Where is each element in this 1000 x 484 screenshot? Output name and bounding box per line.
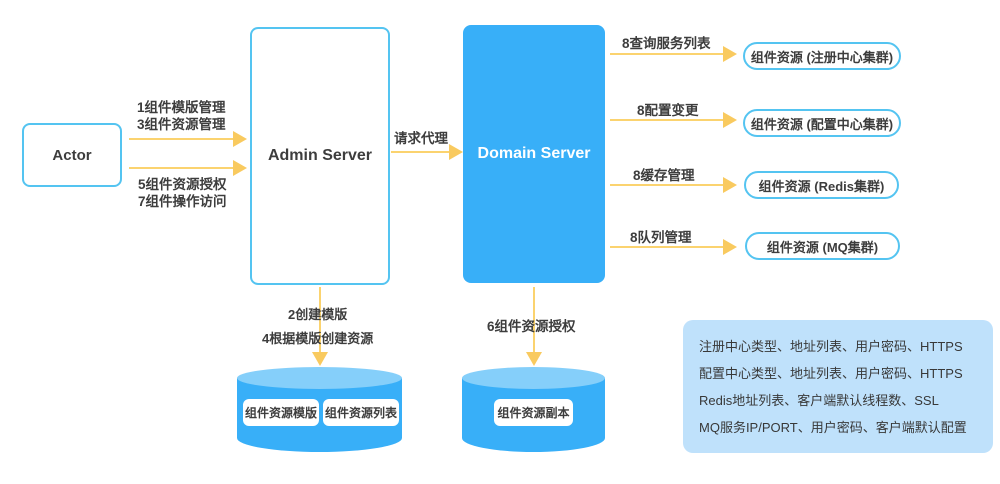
label-1-template-mgmt: 1组件模版管理 <box>137 100 226 115</box>
actor-label: Actor <box>52 146 92 164</box>
resource-mq-cluster-label: 组件资源 (MQ集群) <box>766 239 879 255</box>
arrow-actor-admin-bottom-head <box>233 160 247 176</box>
label-7-op-access: 7组件操作访问 <box>138 194 227 209</box>
resource-list-store: 组件资源列表 <box>323 399 399 426</box>
arrow-domain-mq-line <box>610 246 723 248</box>
resource-replica-store-label: 组件资源副本 <box>497 406 570 420</box>
admin-database-cylinder: 组件资源模版 组件资源列表 <box>237 367 402 452</box>
config-info-panel: 注册中心类型、地址列表、用户密码、HTTPS 配置中心类型、地址列表、用户密码、… <box>683 320 993 453</box>
admin-server-box: Admin Server <box>250 27 390 285</box>
arrow-domain-mq-head <box>723 239 737 255</box>
resource-mq-cluster: 组件资源 (MQ集群) <box>745 232 900 260</box>
arrow-admin-db-head <box>312 352 328 366</box>
actor-box: Actor <box>22 123 122 187</box>
resource-registry-cluster: 组件资源 (注册中心集群) <box>743 42 901 70</box>
resource-registry-cluster-label: 组件资源 (注册中心集群) <box>750 49 894 65</box>
info-line-config: 配置中心类型、地址列表、用户密码、HTTPS <box>699 366 963 381</box>
admin-server-label: Admin Server <box>267 147 373 164</box>
arrow-admin-domain-head <box>449 144 463 160</box>
arrow-actor-admin-bottom-line <box>129 167 233 169</box>
label-request-proxy: 请求代理 <box>394 131 448 146</box>
label-5-resource-auth: 5组件资源授权 <box>138 177 227 192</box>
arrow-domain-redis-head <box>723 177 737 193</box>
label-8-query-services: 8查询服务列表 <box>622 36 711 51</box>
label-2-create-template: 2创建模版 <box>288 307 348 322</box>
resource-redis-cluster-label: 组件资源 (Redis集群) <box>758 178 885 194</box>
cylinder-top-ellipse <box>462 367 605 389</box>
arrow-admin-db-line <box>319 287 321 353</box>
domain-database-cylinder: 组件资源副本 <box>462 367 605 452</box>
cylinder-top-ellipse <box>237 367 402 389</box>
arrow-actor-admin-top-line <box>129 138 233 140</box>
resource-replica-store: 组件资源副本 <box>494 399 573 426</box>
resource-list-store-label: 组件资源列表 <box>324 406 397 420</box>
arrow-actor-admin-top-head <box>233 131 247 147</box>
resource-redis-cluster: 组件资源 (Redis集群) <box>744 171 899 199</box>
arrow-domain-redis-line <box>610 184 723 186</box>
label-4-create-resource: 4根据模版创建资源 <box>262 331 374 346</box>
resource-config-cluster-label: 组件资源 (配置中心集群) <box>750 116 894 132</box>
resource-template-store: 组件资源模版 <box>243 399 319 426</box>
arrow-admin-domain-line <box>391 151 450 153</box>
label-8-cache-mgmt: 8缓存管理 <box>633 168 695 183</box>
label-8-config-change: 8配置变更 <box>637 103 699 118</box>
info-line-redis: Redis地址列表、客户端默认线程数、SSL <box>699 393 939 408</box>
info-line-registry: 注册中心类型、地址列表、用户密码、HTTPS <box>699 339 963 354</box>
label-8-queue-mgmt: 8队列管理 <box>630 230 692 245</box>
domain-server-box: Domain Server <box>463 25 605 283</box>
arrow-domain-db-head <box>526 352 542 366</box>
label-3-resource-mgmt: 3组件资源管理 <box>137 117 226 132</box>
domain-server-label: Domain Server <box>477 145 591 162</box>
arrow-domain-config-head <box>723 112 737 128</box>
info-line-mq: MQ服务IP/PORT、用户密码、客户端默认配置 <box>699 420 967 435</box>
resource-config-cluster: 组件资源 (配置中心集群) <box>743 109 901 137</box>
arrow-domain-config-line <box>610 119 723 121</box>
arrow-domain-registry-line <box>610 53 723 55</box>
arrow-domain-registry-head <box>723 46 737 62</box>
label-6-resource-auth: 6组件资源授权 <box>487 319 576 334</box>
resource-template-store-label: 组件资源模版 <box>244 406 317 420</box>
arrow-domain-db-line <box>533 287 535 353</box>
